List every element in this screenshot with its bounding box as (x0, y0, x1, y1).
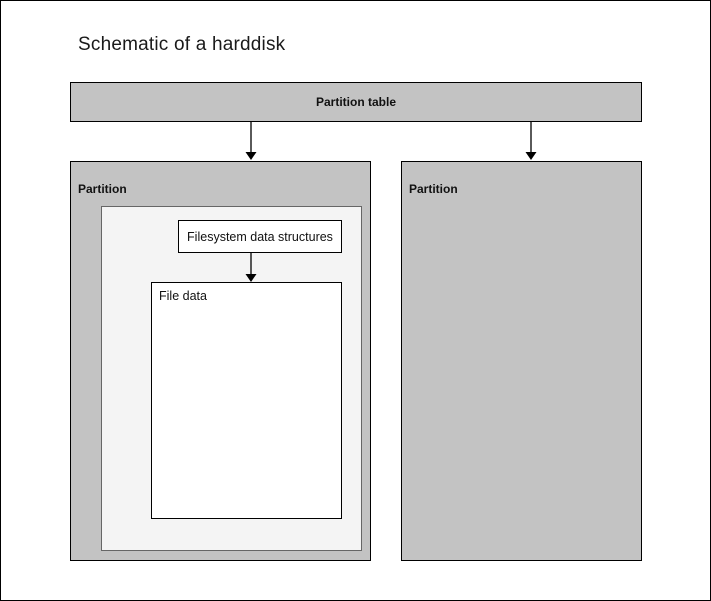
file-data-label: File data (159, 289, 207, 303)
file-data-block: File data (151, 282, 342, 519)
filesystem-data-structures-label: Filesystem data structures (187, 229, 333, 244)
filesystem-data-structures-block: Filesystem data structures (178, 220, 342, 253)
partition-label-2: Partition (409, 182, 458, 196)
partition-label-1: Partition (78, 182, 127, 196)
arrow-partition-table-to-partition-1 (245, 122, 257, 160)
partition-table-block: Partition table (70, 82, 642, 122)
page-title: Schematic of a harddisk (78, 34, 286, 55)
partition-block-2: Partition (401, 161, 642, 561)
partition-table-label: Partition table (315, 95, 396, 109)
arrow-partition-table-to-partition-2 (525, 122, 537, 160)
